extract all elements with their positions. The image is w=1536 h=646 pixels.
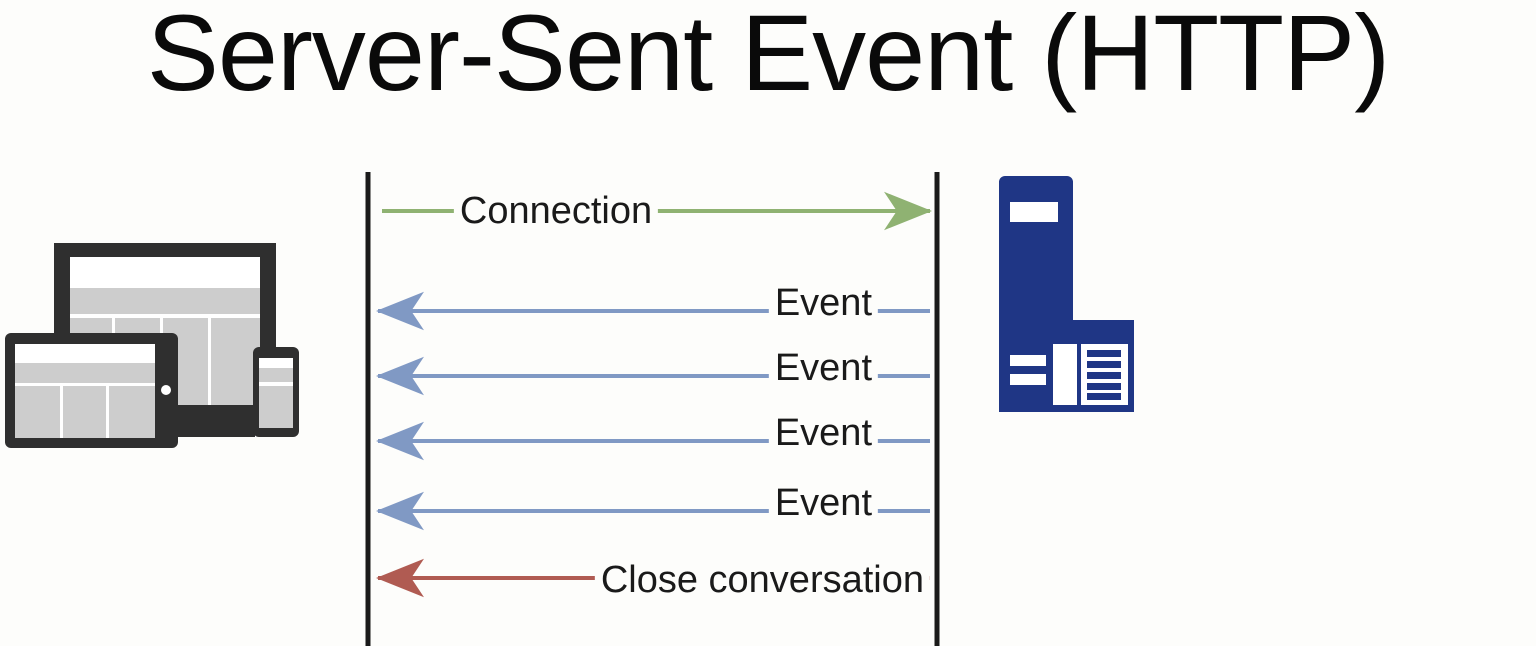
- server-tower-icon: [999, 176, 1134, 412]
- message-label-event: Event: [768, 284, 878, 322]
- message-label-close-conversation: Close conversation: [594, 561, 930, 599]
- message-label-connection: Connection: [453, 192, 659, 230]
- message-label-event: Event: [768, 484, 878, 522]
- message-label-event: Event: [768, 414, 878, 452]
- responsive-devices-icon: [5, 243, 299, 448]
- message-label-event: Event: [768, 349, 878, 387]
- page-title: Server-Sent Event (HTTP): [146, 0, 1390, 113]
